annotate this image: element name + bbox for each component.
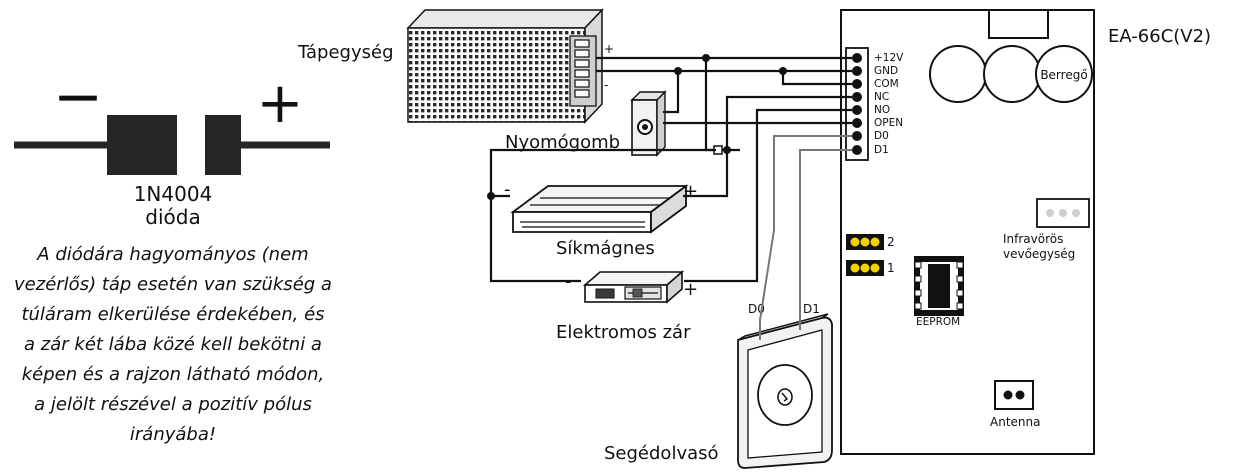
psu-plus-label: +: [604, 42, 614, 56]
push-button: [630, 90, 667, 157]
terminal-d0: D0: [874, 130, 889, 142]
wire-no: [684, 108, 852, 283]
diode-note-line-4: a zár két lába közé kell bekötni a: [24, 334, 322, 355]
diode-note-line-7: irányába!: [130, 424, 216, 445]
terminal-com: COM: [874, 78, 899, 90]
wire-magnet-plus: [683, 150, 729, 198]
power-supply: + -: [406, 8, 614, 124]
diode-note: A diódára hagyományos (nem vezérlős) táp…: [14, 244, 332, 445]
electric-lock: [582, 270, 685, 304]
wire-d0: [759, 135, 852, 340]
terminal-block: [845, 47, 869, 161]
wire-button-gnd: [663, 71, 680, 114]
magnet-minus-label: -: [504, 179, 511, 200]
board-capacitor-1: [929, 45, 987, 103]
terminal-nc: NC: [874, 91, 889, 103]
terminal-screws: [852, 53, 862, 155]
infrared-label-2: vevőegység: [1003, 247, 1075, 261]
psu-minus-label: -: [604, 78, 608, 92]
jumper-1-label: 1: [887, 261, 895, 275]
buzzer: [1035, 45, 1093, 103]
buzzer-label: Berregő: [1040, 68, 1087, 82]
diode-plus-sign: +: [257, 71, 304, 136]
infrared-label-1: Infravörös: [1003, 232, 1063, 246]
reader-d1-label: D1: [803, 302, 820, 316]
diode-minus-sign: −: [53, 62, 103, 132]
lock-plus-label: +: [683, 279, 698, 300]
eeprom-label: EEPROM: [916, 316, 960, 328]
wire-negative-loop: [489, 148, 716, 283]
wire-junctions: [487, 54, 787, 200]
psu-top-edge: [406, 9, 604, 29]
terminal-no: NO: [874, 104, 890, 116]
terminal-open: OPEN: [874, 117, 903, 129]
diode-cathode-band: [177, 115, 205, 175]
wire-nc: [725, 95, 852, 150]
magnet-plus-label: +: [683, 181, 698, 202]
terminal-d1: D1: [874, 144, 889, 156]
diode-note-line-3: túláram elkerülése érdekében, és: [21, 304, 324, 325]
magnetic-lock: [510, 184, 689, 234]
controller-model-label: EA-66C(V2): [1108, 26, 1211, 47]
board-capacitor-2: [983, 45, 1041, 103]
diode-note-line-1: A diódára hagyományos (nem: [36, 244, 308, 265]
psu-screw-terminals: [574, 39, 590, 98]
power-supply-label: Tápegység: [297, 42, 394, 63]
aux-reader-label: Segédolvasó: [604, 443, 719, 464]
antenna-connector: [994, 380, 1034, 410]
jumper-2-label: 2: [887, 235, 895, 249]
diode-body: [107, 115, 241, 175]
wiring: [487, 54, 852, 340]
terminal-12v: +12V: [874, 52, 904, 64]
psu-vent-panel: [407, 27, 586, 123]
diode-note-line-5: képen és a rajzon látható módon,: [22, 364, 325, 385]
eeprom-chip: [914, 256, 964, 316]
diode-illustration: − + 1N4004 dióda: [14, 62, 330, 229]
diode-name: dióda: [145, 205, 200, 229]
push-button-label: Nyomógomb: [505, 132, 620, 153]
controller-board: Berregő +12V GND COM NC NO OPEN D0 D1 In…: [840, 9, 1095, 455]
aux-reader: [737, 313, 833, 469]
terminal-gnd: GND: [874, 65, 898, 77]
diode-note-line-2: vezérlős) táp esetén van szükség a: [14, 274, 332, 295]
diode-note-line-6: a jelölt részével a pozitív pólus: [34, 394, 312, 415]
wire-com: [781, 71, 852, 86]
diode-part-number: 1N4004: [134, 182, 213, 206]
magnet-label: Síkmágnes: [556, 238, 655, 259]
lock-label: Elektromos zár: [556, 322, 691, 343]
wire-d1: [799, 149, 852, 330]
board-connector: [988, 9, 1049, 39]
antenna-label: Antenna: [990, 415, 1040, 429]
